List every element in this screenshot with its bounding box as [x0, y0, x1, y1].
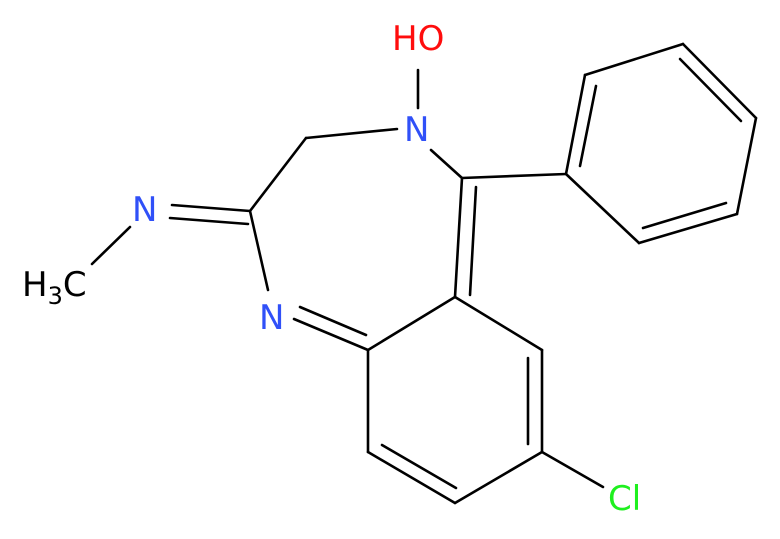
bond-ph5-ph6-1	[637, 212, 739, 245]
n4-label: N	[404, 110, 429, 150]
bond-ph1-ph2-2	[578, 84, 598, 168]
n1-label: N	[259, 298, 284, 338]
bond-ch2-c2	[248, 136, 308, 213]
methyl-label: H3C	[22, 265, 87, 310]
bond-ph4-ph5	[735, 116, 758, 216]
bond-c2-n-imine-2	[168, 216, 250, 226]
methyl-subscript: 3	[48, 282, 63, 310]
bond-c5-phenyl	[460, 172, 568, 180]
bond-c7-cl	[540, 450, 605, 489]
chlorine-label: Cl	[608, 479, 641, 519]
hydroxyl-label: HO	[392, 19, 444, 59]
methyl-h: H	[22, 265, 48, 305]
bond-c5-n4	[429, 148, 464, 180]
bond-c6-c5a	[453, 295, 544, 352]
bond-c2-n1	[248, 209, 270, 292]
bond-c9a-c5a	[366, 295, 457, 352]
bond-ph3-ph4-1	[681, 42, 758, 120]
bond-c8-c7	[453, 450, 544, 505]
bond-c5a-c5-1	[453, 176, 464, 299]
bond-ph5-ph6-2	[641, 201, 728, 230]
bond-n-ch3	[90, 225, 132, 266]
bond-ph6-ph1	[564, 172, 641, 245]
bond-n1-c9a-1	[292, 317, 370, 352]
atom-labels: HO N N N Cl H3C	[22, 19, 641, 519]
methyl-c: C	[63, 265, 87, 305]
bond-n1-c9a-2	[298, 305, 368, 337]
bond-c5a-c5-2	[468, 185, 478, 297]
bond-c2-n-imine-1	[170, 203, 252, 213]
bond-ph3-ph4-2	[678, 57, 743, 123]
bond-c9-c8-1	[366, 450, 457, 505]
bond-n4-ch2	[304, 127, 399, 140]
bond-ph1-ph2-1	[564, 73, 587, 176]
bond-ph2-ph3	[583, 42, 685, 77]
bond-c9-c8-2	[380, 443, 458, 490]
bonds	[90, 42, 758, 505]
n-imine-label: N	[132, 190, 157, 230]
